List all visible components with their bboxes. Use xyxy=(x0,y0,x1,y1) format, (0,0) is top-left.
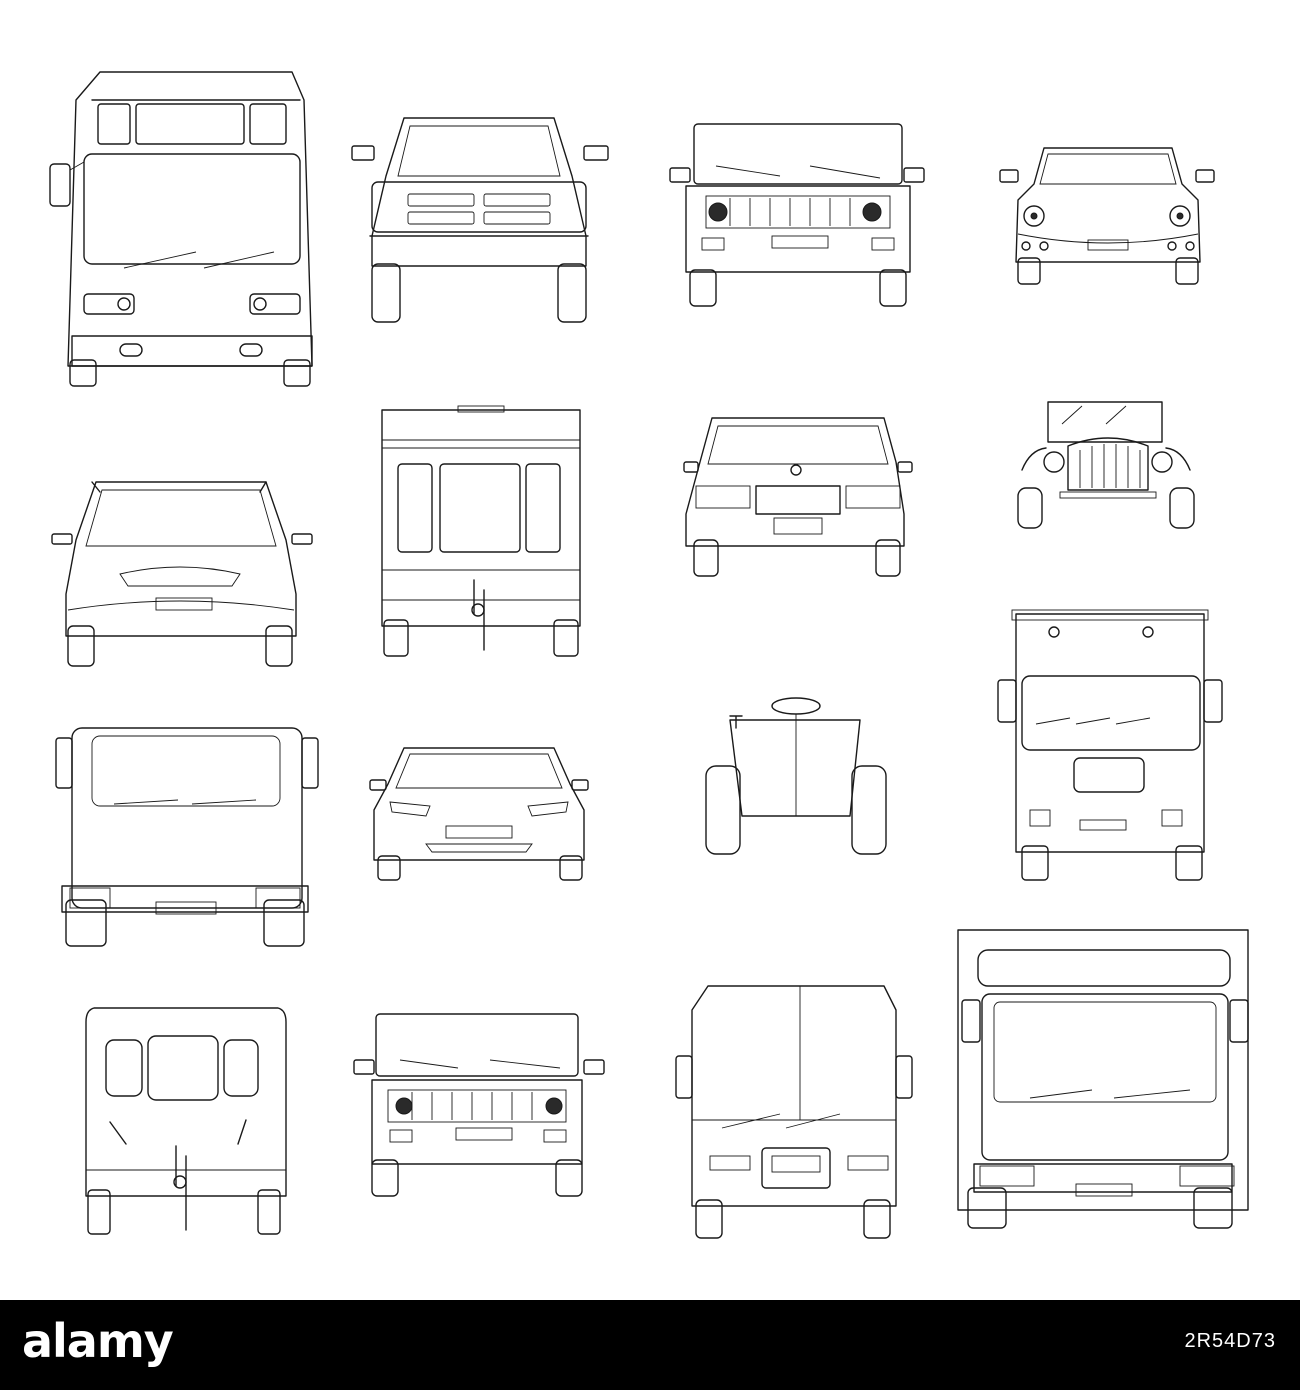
sports-car-front-drawing xyxy=(369,747,589,881)
pickup-front-drawing xyxy=(351,117,609,323)
compact-car-front-drawing xyxy=(999,147,1215,285)
vintage-car-front-drawing xyxy=(1017,401,1195,529)
cargo-van-front-drawing xyxy=(675,985,913,1239)
box-truck-front-drawing xyxy=(997,609,1223,881)
vehicle-outline-illustration xyxy=(49,71,1249,1239)
minivan-front-drawing xyxy=(51,481,313,667)
stock-footer-bar: alamy 2R54D73 xyxy=(0,1300,1300,1390)
large-truck-front-drawing xyxy=(957,929,1249,1229)
alamy-logo: alamy xyxy=(22,1314,174,1368)
bus-front-drawing xyxy=(49,71,313,387)
buggy-front-drawing xyxy=(705,697,887,855)
trailer-front-drawing xyxy=(381,405,581,657)
image-id-label: 2R54D73 xyxy=(1184,1330,1276,1352)
jeep-front-drawing xyxy=(669,123,925,307)
offroad-suv-front-drawing xyxy=(353,1013,605,1197)
caravan-front-drawing xyxy=(85,1007,287,1235)
truck-cab-front-drawing xyxy=(55,727,319,947)
sedan-front-drawing xyxy=(683,417,913,577)
